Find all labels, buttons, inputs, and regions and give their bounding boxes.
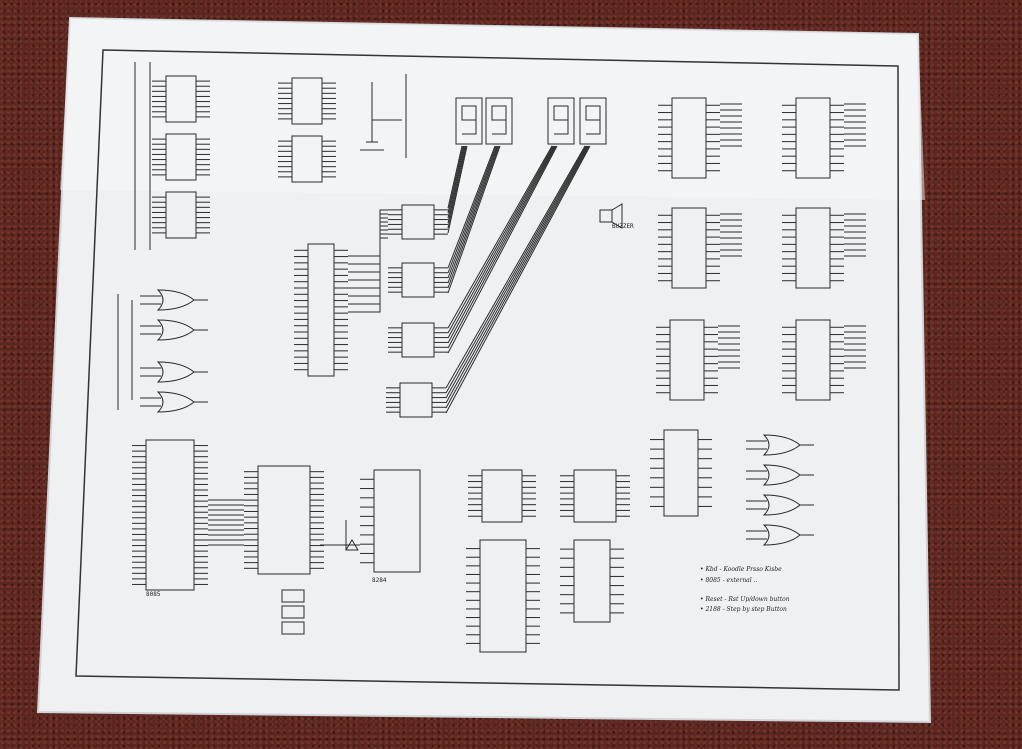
ic-chip <box>479 539 527 653</box>
ic-chip <box>165 133 197 181</box>
ic-chip <box>663 429 699 517</box>
ic-chip <box>671 97 707 179</box>
or-gate <box>762 434 801 456</box>
or-gate <box>762 524 801 546</box>
chip-label-8085: 8085 <box>146 591 161 598</box>
small-component <box>281 589 305 603</box>
ic-chip <box>795 97 831 179</box>
small-component <box>281 621 305 635</box>
note-line-2: • 8085 - external .. <box>700 577 757 584</box>
ic-chip <box>257 465 311 575</box>
seven-segment-display <box>579 97 607 145</box>
ic-chip <box>399 382 433 418</box>
chip-label-8284: 8284 <box>372 577 387 584</box>
note-line-1: • Kbd - Koodle Prsso Kisbe <box>700 566 782 573</box>
or-gate <box>156 319 195 341</box>
schematic-drawing <box>117 62 866 653</box>
ic-chip <box>291 135 323 183</box>
ic-chip <box>671 207 707 289</box>
ic-chip <box>573 469 617 523</box>
ic-chip <box>307 243 335 377</box>
ic-chip <box>145 439 195 591</box>
ic-chip <box>401 262 435 298</box>
seven-segment-display <box>547 97 575 145</box>
ic-chip <box>165 191 197 239</box>
note-line-4: • 2188 - Step by step Button <box>700 606 787 613</box>
ic-chip <box>373 469 421 573</box>
buzzer-symbol <box>599 209 613 223</box>
note-line-3: • Reset - Rst Up/down button <box>700 596 790 603</box>
buzzer-label: BUZZER <box>612 223 634 230</box>
or-gate <box>762 494 801 516</box>
ic-chip <box>795 207 831 289</box>
ic-chip <box>401 204 435 240</box>
or-gate <box>156 289 195 311</box>
ic-chip <box>573 539 611 623</box>
seven-segment-display <box>455 97 483 145</box>
ic-chip <box>165 75 197 123</box>
or-gate <box>762 464 801 486</box>
or-gate <box>156 361 195 383</box>
or-gate <box>156 391 195 413</box>
seven-segment-display <box>485 97 513 145</box>
ic-chip <box>481 469 523 523</box>
small-component <box>281 605 305 619</box>
ic-chip <box>795 319 831 401</box>
ic-chip <box>669 319 705 401</box>
drawing-border <box>75 49 900 691</box>
ic-chip <box>401 322 435 358</box>
ic-chip <box>291 77 323 125</box>
